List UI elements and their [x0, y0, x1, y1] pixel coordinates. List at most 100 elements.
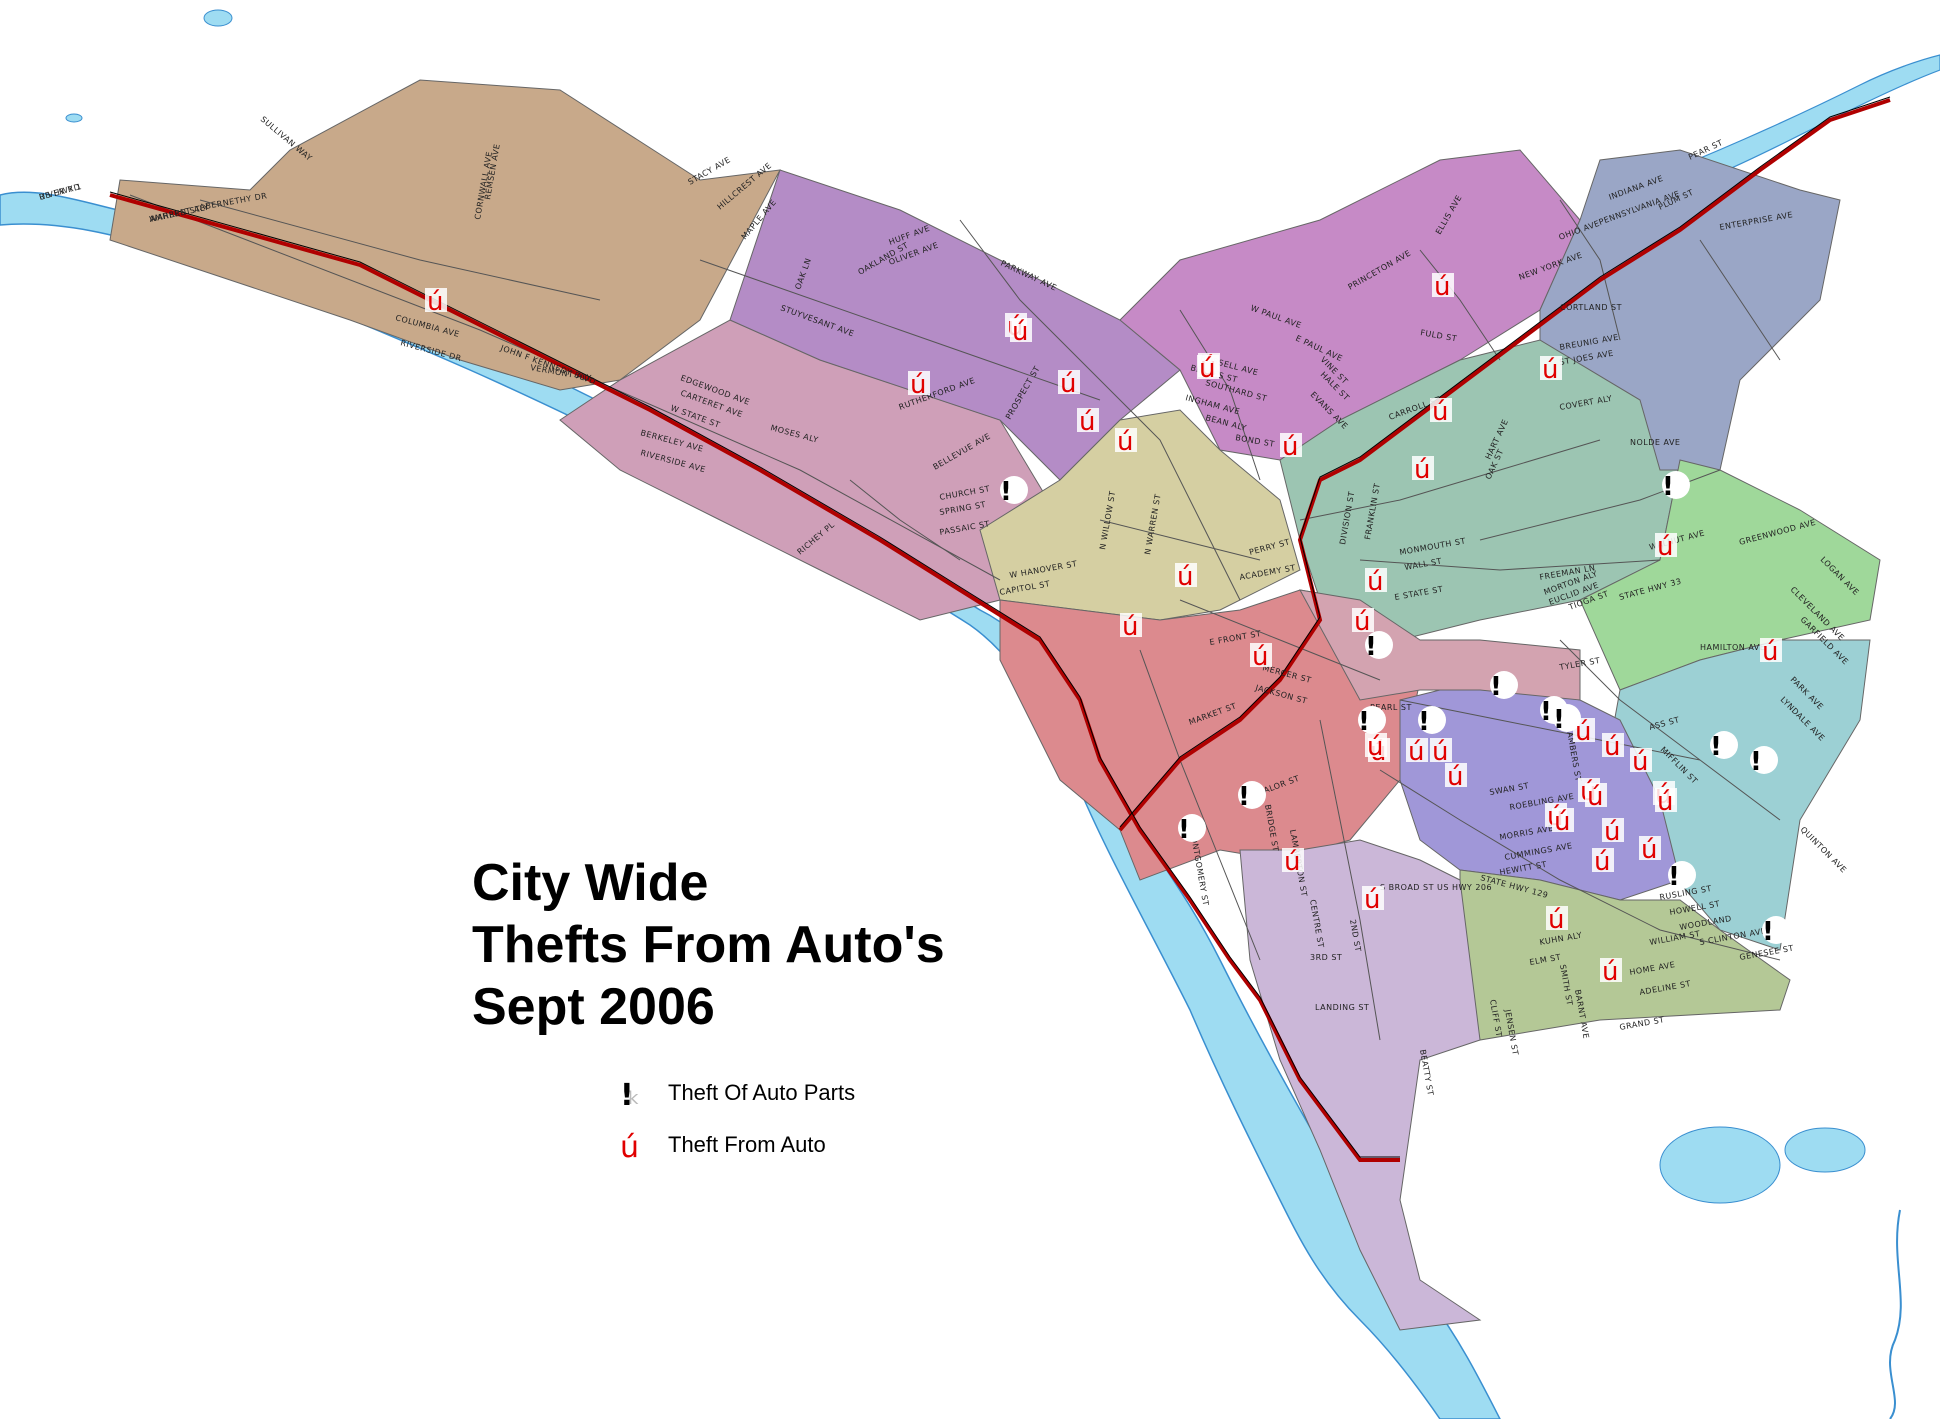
svg-text:ú: ú: [1657, 787, 1673, 817]
svg-text:ú: ú: [1060, 369, 1076, 399]
svg-text:ú: ú: [1367, 732, 1383, 762]
auto-symbol: ú: [620, 1130, 640, 1165]
svg-text:ú: ú: [1282, 432, 1298, 462]
auto-theft-marker-icon: ú: [1430, 737, 1452, 767]
district-northeast: [1539, 149, 1841, 471]
svg-text:ú: ú: [910, 370, 926, 400]
district-southwest: [1239, 839, 1482, 1331]
legend-label-parts: Theft Of Auto Parts: [668, 1080, 856, 1105]
svg-text:ú: ú: [1284, 847, 1300, 877]
svg-text:ú: ú: [1432, 397, 1448, 427]
auto-theft-marker-icon: ú: [1760, 637, 1782, 667]
svg-text:ú: ú: [1177, 562, 1193, 592]
auto-theft-marker-icon: ú: [1602, 817, 1624, 847]
street-label: HAMILTON AVE: [1700, 643, 1765, 652]
svg-text:ú: ú: [427, 287, 443, 317]
auto-theft-marker-icon: ú: [1115, 427, 1137, 457]
auto-theft-marker-icon: ú: [1175, 562, 1197, 592]
street-label: S BROAD ST US HWY 206: [1380, 883, 1492, 892]
svg-text:!: !: [1540, 697, 1552, 727]
svg-text:ú: ú: [1587, 782, 1603, 812]
svg-text:!: !: [1750, 747, 1762, 777]
svg-text:ú: ú: [1117, 427, 1133, 457]
street-label: 3RD ST: [1310, 953, 1342, 962]
svg-text:!: !: [1178, 815, 1190, 845]
parts-symbol: !: [620, 1078, 634, 1113]
parts-theft-marker-icon: !: [1358, 706, 1386, 737]
parts-theft-marker-icon: !: [1750, 746, 1778, 777]
svg-text:!: !: [1365, 632, 1377, 662]
parts-theft-marker-icon: !: [1662, 471, 1690, 502]
auto-theft-marker-icon: ú: [1546, 905, 1568, 935]
auto-theft-marker-icon: ú: [1077, 407, 1099, 437]
street-label: PEARL ST: [1370, 703, 1412, 712]
svg-text:ú: ú: [1079, 407, 1095, 437]
auto-theft-marker-icon: ú: [1250, 642, 1272, 672]
title-line-1: City Wide: [472, 854, 709, 912]
district-northwest: [109, 79, 781, 391]
svg-text:ú: ú: [1575, 717, 1591, 747]
svg-text:ú: ú: [1548, 905, 1564, 935]
parts-theft-marker-icon: !: [1000, 476, 1028, 507]
auto-theft-marker-icon: ú: [1430, 397, 1452, 427]
roads-layer: [129, 194, 1781, 1041]
auto-theft-marker-icon: ú: [1280, 432, 1302, 462]
auto-theft-marker-icon: ú: [425, 287, 447, 317]
parts-theft-marker-icon: !: [1668, 861, 1696, 892]
parts-theft-marker-icon: !: [1418, 706, 1446, 737]
creek: [1889, 1209, 1902, 1419]
island-lake-2: [1784, 1127, 1866, 1173]
parts-marker-icon: ! k: [620, 1078, 660, 1118]
auto-theft-marker-icon: ú: [908, 370, 930, 400]
auto-theft-marker-icon: ú: [1602, 732, 1624, 762]
svg-text:ú: ú: [1122, 612, 1138, 642]
svg-text:!: !: [1710, 732, 1722, 762]
svg-text:ú: ú: [1012, 317, 1028, 347]
island-lake-1: [1659, 1126, 1781, 1204]
title-line-3: Sept 2006: [472, 978, 715, 1036]
route-1: [1118, 98, 1891, 832]
svg-text:!: !: [1000, 477, 1012, 507]
highway-casings: [109, 96, 1891, 1158]
title-line-2: Thefts From Auto's: [472, 916, 945, 974]
auto-theft-marker-icon: ú: [1600, 957, 1622, 987]
parts-theft-marker-icon: !: [1178, 814, 1206, 845]
parts-symbol-suffix: k: [628, 1088, 639, 1109]
svg-text:ú: ú: [1542, 355, 1558, 385]
svg-text:!: !: [1238, 782, 1250, 812]
svg-text:ú: ú: [1434, 272, 1450, 302]
svg-text:ú: ú: [1594, 847, 1610, 877]
svg-text:!: !: [1668, 862, 1680, 892]
auto-theft-marker-icon: ú: [1630, 747, 1652, 777]
street-label: QUINTON AVE: [1799, 825, 1849, 875]
map-title: City Wide Thefts From Auto's Sept 2006: [472, 852, 945, 1038]
street-label: NOLDE AVE: [1630, 438, 1680, 447]
svg-text:ú: ú: [1252, 642, 1268, 672]
auto-theft-marker-icon: ú: [1365, 732, 1387, 762]
svg-text:ú: ú: [1554, 807, 1570, 837]
svg-text:!: !: [1762, 917, 1774, 947]
auto-theft-marker-icon: ú: [1197, 354, 1219, 384]
auto-theft-marker-icon: ú: [1120, 612, 1142, 642]
svg-text:ú: ú: [1657, 532, 1673, 562]
svg-text:!: !: [1662, 472, 1674, 502]
svg-text:!: !: [1358, 707, 1370, 737]
auto-theft-marker-icon: ú: [1573, 717, 1595, 747]
svg-text:ú: ú: [1432, 737, 1448, 767]
street-label: LANDING ST: [1315, 1003, 1369, 1012]
lake-2: [65, 113, 83, 123]
auto-theft-marker-icon: ú: [1592, 847, 1614, 877]
street-label: CORTLAND ST: [1560, 303, 1622, 312]
svg-text:ú: ú: [1604, 817, 1620, 847]
auto-theft-marker-icon: ú: [1010, 317, 1032, 347]
parts-theft-marker-icon: !: [1365, 631, 1393, 662]
auto-theft-marker-icon: ú: [1406, 737, 1428, 767]
svg-text:ú: ú: [1632, 747, 1648, 777]
parts-theft-marker-icon: !: [1710, 731, 1738, 762]
auto-theft-marker-icon: ú: [1639, 835, 1661, 865]
svg-text:ú: ú: [1364, 885, 1380, 915]
svg-text:ú: ú: [1604, 732, 1620, 762]
legend-label-auto: Theft From Auto: [668, 1132, 826, 1157]
